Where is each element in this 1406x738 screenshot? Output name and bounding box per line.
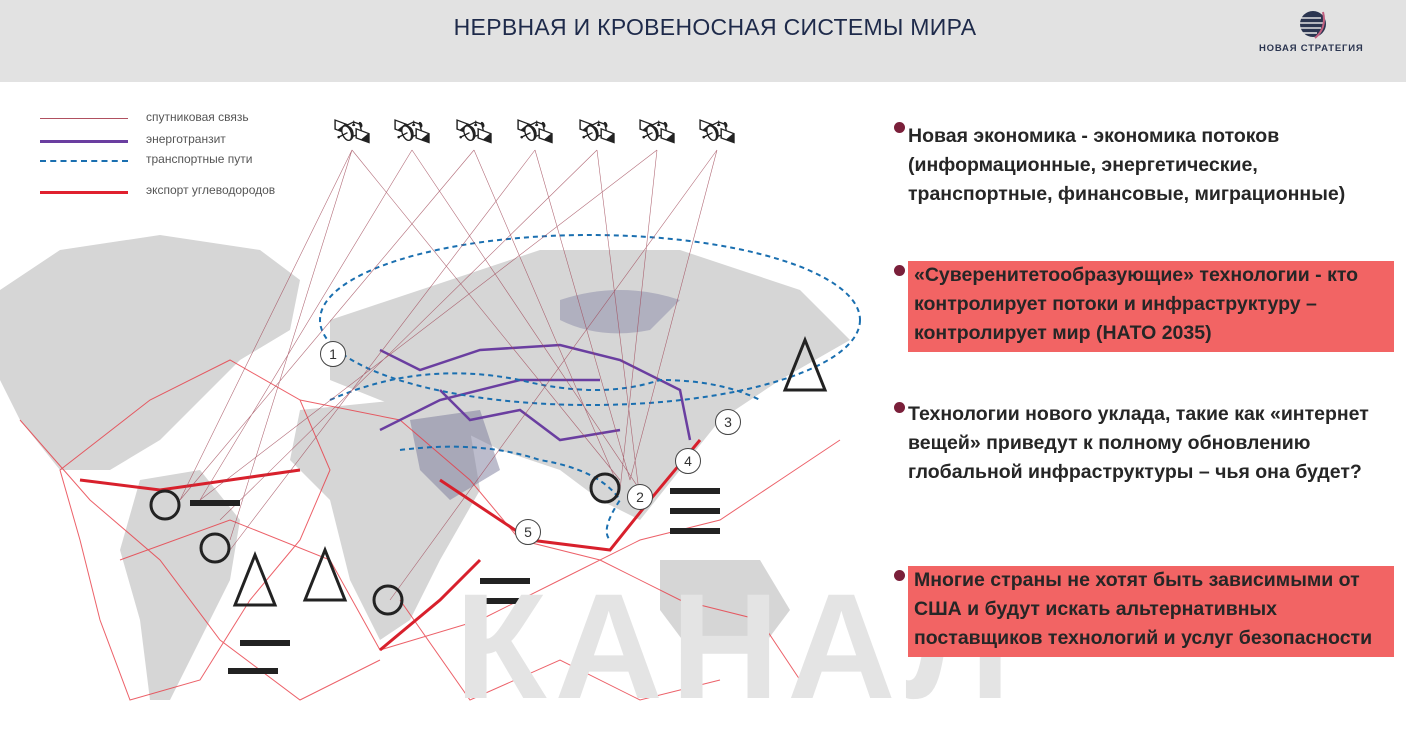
ship-icon bbox=[228, 668, 278, 674]
satellite-dish-icon bbox=[199, 532, 231, 564]
map-marker-2: 2 bbox=[627, 484, 653, 510]
oil-platform-icon bbox=[302, 545, 348, 602]
satellite-icons: 🛰 🛰 🛰 🛰 🛰 🛰 🛰 bbox=[330, 113, 738, 151]
slide-header bbox=[0, 0, 1406, 82]
slide-title: НЕРВНАЯ И КРОВЕНОСНАЯ СИСТЕМЫ МИРА bbox=[453, 14, 977, 40]
satellite-icon: 🛰 bbox=[390, 113, 433, 151]
world-map: 🛰 🛰 🛰 🛰 🛰 🛰 🛰 bbox=[0, 113, 861, 701]
legend-hydrocarbons: экспорт углеводородов bbox=[40, 181, 300, 201]
bullet-dot bbox=[894, 570, 905, 581]
legend-label: экспорт углеводородов bbox=[146, 183, 276, 197]
ship-icon bbox=[670, 508, 720, 514]
oil-platform-icon bbox=[782, 335, 828, 392]
map-marker-3: 3 bbox=[715, 409, 741, 435]
bullet-1: Новая экономика - экономика потоков (инф… bbox=[908, 125, 1346, 205]
ship-icon bbox=[670, 488, 720, 494]
bullet-3: Технологии нового уклада, такие как «инт… bbox=[908, 403, 1369, 483]
satellite-icon: 🛰 bbox=[513, 113, 556, 151]
satellite-icon: 🛰 bbox=[330, 113, 373, 151]
ship-icon bbox=[240, 640, 290, 646]
logo-globe-icon bbox=[1299, 11, 1326, 39]
ship-icon bbox=[670, 528, 720, 534]
satellite-dish-icon bbox=[372, 584, 404, 616]
energy-transit-routes bbox=[379, 343, 692, 442]
transport-routes bbox=[319, 234, 861, 541]
oil-platform-icon bbox=[232, 550, 278, 607]
satellite-icon: 🛰 bbox=[452, 113, 495, 151]
bullet-dot bbox=[894, 265, 905, 276]
ship-icon bbox=[480, 578, 530, 584]
bullet-dot bbox=[894, 122, 905, 133]
satellite-icon: 🛰 bbox=[575, 113, 618, 151]
legend-label: спутниковая связь bbox=[146, 110, 249, 124]
bullet-2: «Суверенитетообразующие» технологии - кт… bbox=[908, 261, 1394, 352]
map-marker-1: 1 bbox=[320, 341, 346, 367]
legend-transport: транспортные пути bbox=[40, 150, 300, 170]
satellite-icon: 🛰 bbox=[695, 113, 738, 151]
satellite-dish-icon bbox=[589, 472, 621, 504]
map-marker-5: 5 bbox=[515, 519, 541, 545]
map-marker-4: 4 bbox=[675, 448, 701, 474]
logo-text: НОВАЯ СТРАТЕГИЯ bbox=[1259, 43, 1364, 54]
bullet-4: Многие страны не хотят быть зависимыми о… bbox=[908, 566, 1394, 657]
ship-icon bbox=[480, 598, 530, 604]
hydrocarbon-export-routes bbox=[79, 439, 702, 652]
satellite-links bbox=[179, 149, 718, 601]
bullet-dot bbox=[894, 402, 905, 413]
infrastructure-icons bbox=[149, 335, 828, 674]
legend-label: энерготранзит bbox=[146, 132, 226, 146]
ship-icon bbox=[190, 500, 240, 506]
legend-satellite: спутниковая связь bbox=[40, 108, 300, 128]
satellite-dish-icon bbox=[149, 489, 181, 521]
satellite-icon: 🛰 bbox=[635, 113, 678, 151]
legend-label: транспортные пути bbox=[146, 152, 253, 166]
legend-energy: энерготранзит bbox=[40, 130, 300, 150]
